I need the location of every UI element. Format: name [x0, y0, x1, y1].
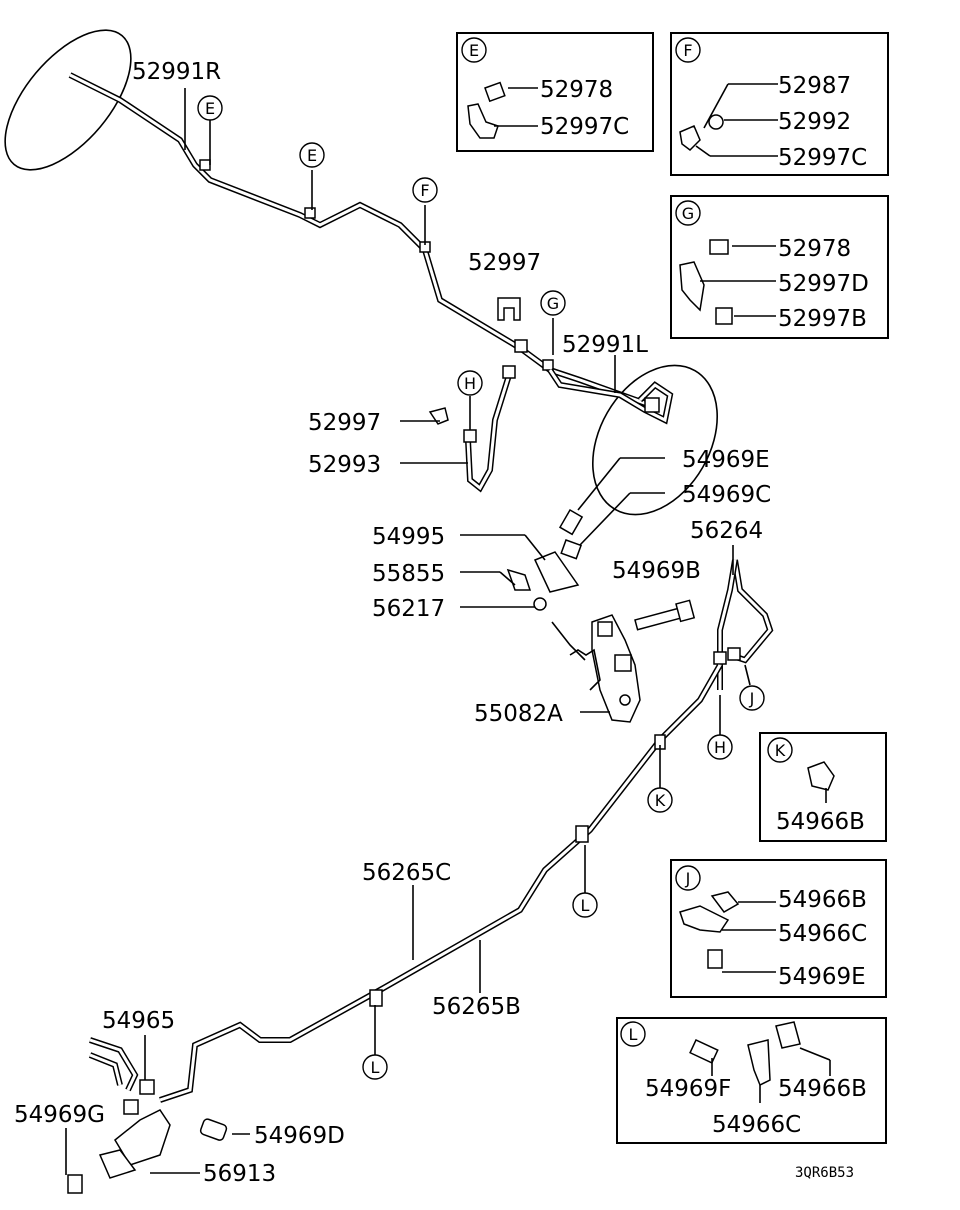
callout-H1: H	[464, 374, 476, 393]
svg-text:J: J	[685, 869, 691, 888]
label-52997-top: 52997	[468, 250, 541, 276]
detail-box-J: J 54966B 54966C 54969E	[670, 859, 887, 998]
label-54969D: 54969D	[254, 1123, 345, 1149]
box-F-part-52997C: 52997C	[778, 145, 867, 171]
label-54969B: 54969B	[612, 558, 701, 584]
label-52991L: 52991L	[562, 332, 648, 358]
callout-H2: H	[714, 738, 726, 757]
box-F-part-52992: 52992	[778, 109, 851, 135]
drawing-code: 3QR6B53	[795, 1165, 854, 1181]
box-K-part-54966B: 54966B	[776, 809, 865, 835]
label-55082A: 55082A	[474, 701, 563, 727]
callout-L1: L	[581, 896, 590, 915]
svg-text:K: K	[775, 741, 786, 760]
proportioning-valve-assembly	[506, 508, 696, 723]
svg-text:L: L	[629, 1025, 638, 1044]
leader-lines	[65, 88, 751, 1175]
callout-G: G	[547, 294, 559, 313]
label-54995: 54995	[372, 524, 445, 550]
box-E-part-52978: 52978	[540, 77, 613, 103]
pipe-52991L	[547, 364, 718, 516]
box-J-part-54966B: 54966B	[778, 887, 867, 913]
svg-text:F: F	[683, 41, 692, 60]
callout-E2: E	[307, 146, 317, 165]
label-56265C: 56265C	[362, 860, 451, 886]
label-56217: 56217	[372, 596, 445, 622]
callouts: E E F G H H J K L L	[197, 95, 765, 1080]
pipe-56264	[713, 559, 774, 690]
svg-text:G: G	[682, 204, 694, 223]
box-G-part-52997B: 52997B	[778, 306, 867, 332]
box-J-part-54969E: 54969E	[778, 964, 866, 990]
box-G-part-52978: 52978	[778, 236, 851, 262]
detail-box-K: K 54966B	[759, 732, 887, 842]
label-56265B: 56265B	[432, 994, 521, 1020]
label-52993: 52993	[308, 452, 381, 478]
main-labels: 52991R 52997 52991L 52997 52993 54969E 5…	[14, 59, 771, 1187]
label-54965: 54965	[102, 1008, 175, 1034]
box-L-part-54969F: 54969F	[645, 1076, 731, 1102]
box-L-part-54966C: 54966C	[712, 1112, 801, 1138]
label-55855: 55855	[372, 561, 445, 587]
detail-box-F: F 52987 52992 52997C	[670, 32, 889, 176]
hose-52993	[428, 365, 516, 493]
label-52997-left: 52997	[308, 410, 381, 436]
callout-F: F	[420, 181, 429, 200]
label-54969G: 54969G	[14, 1102, 105, 1128]
detail-box-L: L 54969F 54966B 54966C	[616, 1017, 887, 1144]
box-J-part-54966C: 54966C	[778, 921, 867, 947]
pipe-56265	[159, 663, 723, 1103]
detail-box-E: E 52978 52997C	[456, 32, 654, 152]
box-G-part-52997D: 52997D	[778, 271, 869, 297]
label-54969E: 54969E	[682, 447, 770, 473]
detail-box-G: G 52978 52997D 52997B	[670, 195, 889, 339]
rear-junction-assembly	[67, 1037, 228, 1194]
callout-L2: L	[371, 1058, 380, 1077]
label-54969C: 54969C	[682, 482, 771, 508]
label-52991R: 52991R	[132, 59, 221, 85]
svg-text:E: E	[469, 41, 479, 60]
box-F-part-52987: 52987	[778, 73, 851, 99]
box-E-part-52997C: 52997C	[540, 114, 629, 140]
callout-K: K	[655, 791, 666, 810]
label-56264: 56264	[690, 518, 763, 544]
clip-52997	[497, 297, 521, 321]
callout-E1: E	[205, 99, 215, 118]
callout-J: J	[749, 689, 755, 708]
box-L-part-54966B: 54966B	[778, 1076, 867, 1102]
label-56913: 56913	[203, 1161, 276, 1187]
